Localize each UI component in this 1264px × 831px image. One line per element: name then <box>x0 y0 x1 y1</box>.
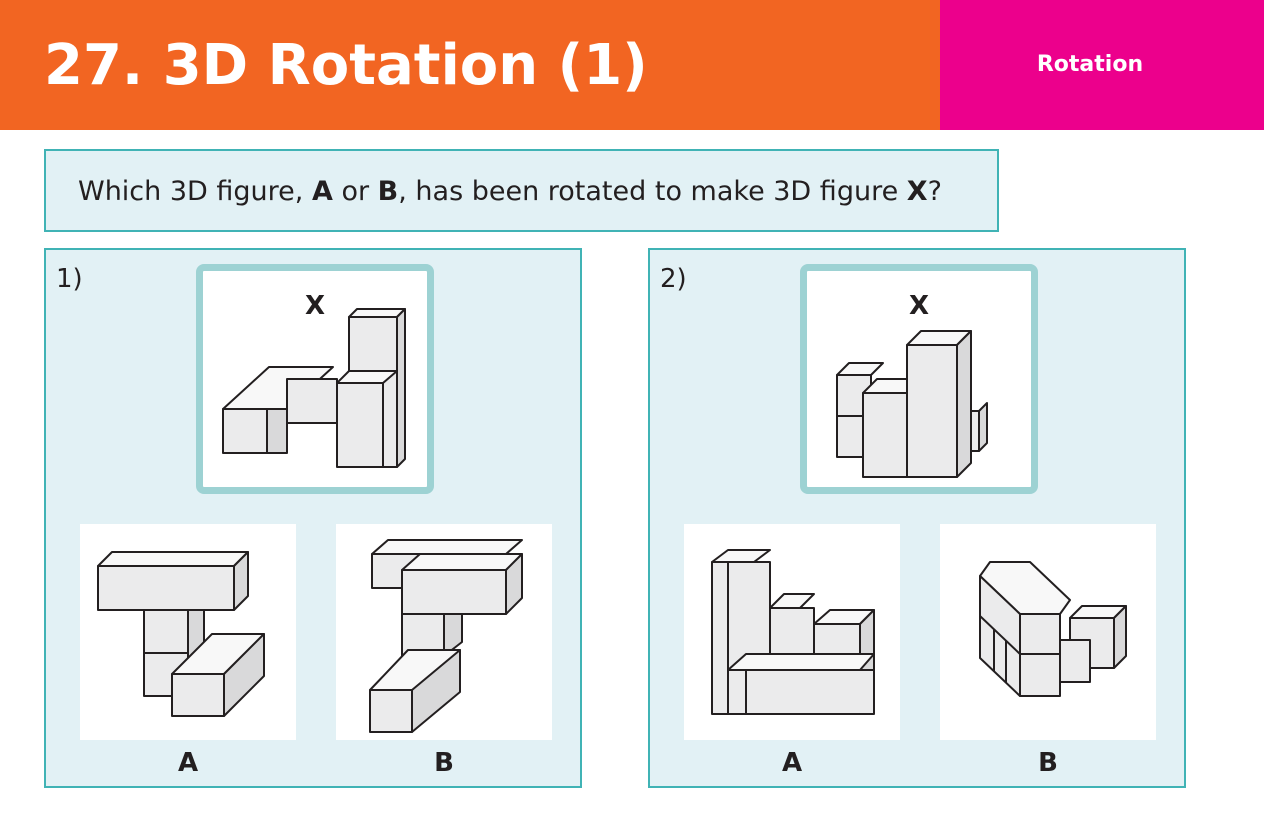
option-b-label: B <box>434 748 454 778</box>
topic-tag-label: Rotation <box>1036 52 1144 77</box>
instruction-text: Which 3D figure, A or B, has been rotate… <box>78 176 942 207</box>
target-figure-label: X <box>304 291 326 321</box>
question-2-panel: 2) X <box>648 248 1186 788</box>
question-number: 1) <box>56 264 83 294</box>
instruction-box: Which 3D figure, A or B, has been rotate… <box>44 149 999 232</box>
option-a-box[interactable] <box>80 524 296 740</box>
option-a-label: A <box>177 748 199 778</box>
topic-tag: Rotation <box>940 0 1264 130</box>
option-a-drawing <box>711 549 875 715</box>
option-b-label: B <box>1038 748 1058 778</box>
title-bar: 27. 3D Rotation (1) <box>0 0 940 130</box>
option-a-label: A <box>781 748 803 778</box>
instruction-target-x: X <box>906 176 928 207</box>
option-b-box[interactable] <box>336 524 552 740</box>
option-a-drawing <box>97 551 265 717</box>
target-figure-box: X <box>196 264 434 494</box>
target-figure-label: X <box>908 291 930 321</box>
option-a-box[interactable] <box>684 524 900 740</box>
instruction-part: ? <box>927 176 942 207</box>
option-b-drawing <box>979 561 1127 697</box>
option-b-box[interactable] <box>940 524 1156 740</box>
target-figure-drawing <box>836 330 988 478</box>
target-figure-box: X <box>800 264 1038 494</box>
target-figure-drawing <box>222 308 406 468</box>
instruction-option-b: B <box>377 176 399 207</box>
instruction-part: Which 3D figure, <box>78 176 312 207</box>
option-b-drawing <box>369 539 523 733</box>
page-title: 27. 3D Rotation (1) <box>44 33 648 98</box>
instruction-part: or <box>332 176 378 207</box>
question-number: 2) <box>660 264 687 294</box>
question-1-panel: 1) X <box>44 248 582 788</box>
instruction-part: , has been rotated to make 3D figure <box>398 176 907 207</box>
instruction-option-a: A <box>311 176 333 207</box>
